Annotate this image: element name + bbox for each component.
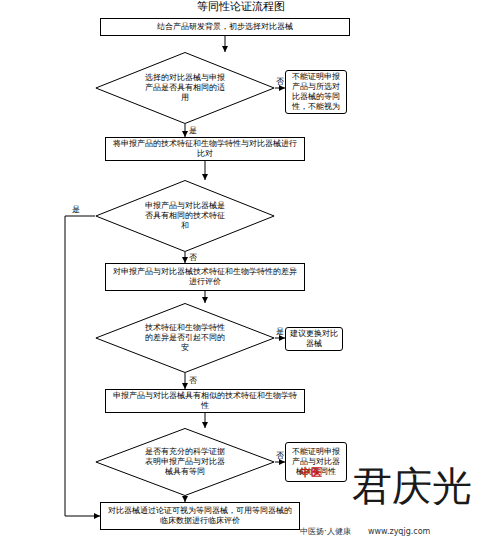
logo-text: 中医 [300, 466, 322, 479]
node-text-group: 建议更换对比器械 [289, 329, 339, 349]
edge-label: 否 [276, 77, 284, 87]
flow-arrow [275, 338, 285, 339]
node-text: 是否有充分的科学证据表明申报产品与对比器械具有等同 [143, 447, 227, 477]
diamond-shape [96, 428, 274, 495]
node-text: 对比器械通过论证可视为等同器械，可用等同器械的临床数据进行临床评价 [107, 506, 293, 526]
node-text-group: 不能证明申报产品与所选对比器械的等同性，不能视为 [289, 72, 343, 112]
result-box: 建议更换对比器械 [285, 327, 343, 351]
flow-arrow [185, 124, 186, 137]
decision-diamond: 是否有充分的科学证据表明申报产品与对比器械具有等同 [95, 428, 275, 496]
node-text: 将申报产品的技术特征和生物学特性与对比器械进行比对 [112, 139, 298, 159]
edge-label: 否 [189, 376, 197, 386]
node-text-group: 将申报产品的技术特征和生物学特性与对比器械进行比对 [112, 139, 298, 159]
edge-label: 是 [72, 205, 80, 215]
node-text-group: 技术特征和生物学特性的差异是否引起不同的安 [143, 323, 227, 353]
flow-arrow [205, 291, 206, 303]
flow-arrow [185, 496, 186, 502]
flow-arrow [205, 413, 206, 428]
process-box: 结合产品研发背景，初步选择对比器械 [100, 18, 350, 36]
node-text-group: 申报产品与对比器械具有相似的技术特征和生物学特性 [112, 391, 298, 411]
diagram-title: 等同性论证流程图 [0, 0, 481, 14]
flow-arrow [205, 161, 206, 180]
node-text: 申报产品与对比器械具有相似的技术特征和生物学特性 [112, 391, 298, 411]
decision-diamond: 选择的对比器械与申报产品是否具有相同的适用 [95, 52, 275, 124]
node-text: 结合产品研发背景，初步选择对比器械 [157, 22, 293, 32]
process-box: 对比器械通过论证可视为等同器械，可用等同器械的临床数据进行临床评价 [100, 502, 300, 530]
node-text-group: 选择的对比器械与申报产品是否具有相同的适用 [143, 73, 227, 103]
flow-arrow [65, 216, 100, 516]
diamond-shape [96, 53, 274, 124]
node-text: 选择的对比器械与申报产品是否具有相同的适用 [143, 73, 227, 103]
node-text-group: 是否有充分的科学证据表明申报产品与对比器械具有等同 [143, 447, 227, 477]
watermark-name: 君庆光 [352, 462, 472, 510]
flow-arrow [275, 88, 285, 89]
edge-label: 是 [189, 126, 197, 136]
edge-label: 否 [276, 451, 284, 461]
node-text: 对申报产品与对比器械技术特征和生物学特性的差异进行评价 [112, 267, 298, 287]
decision-diamond: 申报产品与对比器械是否具有相同的技术特征和 [95, 180, 275, 252]
node-text: 申报产品与对比器械是否具有相同的技术特征和 [143, 201, 227, 231]
node-text: 技术特征和生物学特性的差异是否引起不同的安 [143, 323, 227, 353]
node-text-group: 结合产品研发背景，初步选择对比器械 [157, 22, 293, 32]
watermark-url: www.zyqjg.com [368, 527, 430, 537]
watermark-slogan: 中医扬·人健康 [300, 527, 351, 537]
flow-arrow [185, 252, 186, 263]
diamond-shape [96, 181, 274, 252]
result-box: 不能证明申报产品与所选对比器械的等同性，不能视为 [285, 70, 347, 114]
process-box: 将申报产品的技术特征和生物学特性与对比器械进行比对 [105, 137, 305, 161]
node-text: 建议更换对比器械 [289, 329, 339, 349]
node-text: 不能证明申报产品与所选对比器械的等同性，不能视为 [289, 72, 343, 112]
edge-label: 否 [189, 253, 197, 263]
node-text-group: 对申报产品与对比器械技术特征和生物学特性的差异进行评价 [112, 267, 298, 287]
diamond-shape [96, 303, 274, 372]
node-text-group: 对比器械通过论证可视为等同器械，可用等同器械的临床数据进行临床评价 [107, 506, 293, 526]
process-box: 对申报产品与对比器械技术特征和生物学特性的差异进行评价 [105, 263, 305, 291]
node-text-group: 申报产品与对比器械是否具有相同的技术特征和 [143, 201, 227, 231]
flow-arrow [185, 373, 186, 389]
edge-label: 是 [276, 327, 284, 337]
process-box: 申报产品与对比器械具有相似的技术特征和生物学特性 [105, 389, 305, 413]
flow-arrow [275, 462, 285, 463]
flow-arrow [225, 36, 226, 52]
decision-diamond: 技术特征和生物学特性的差异是否引起不同的安 [95, 303, 275, 373]
